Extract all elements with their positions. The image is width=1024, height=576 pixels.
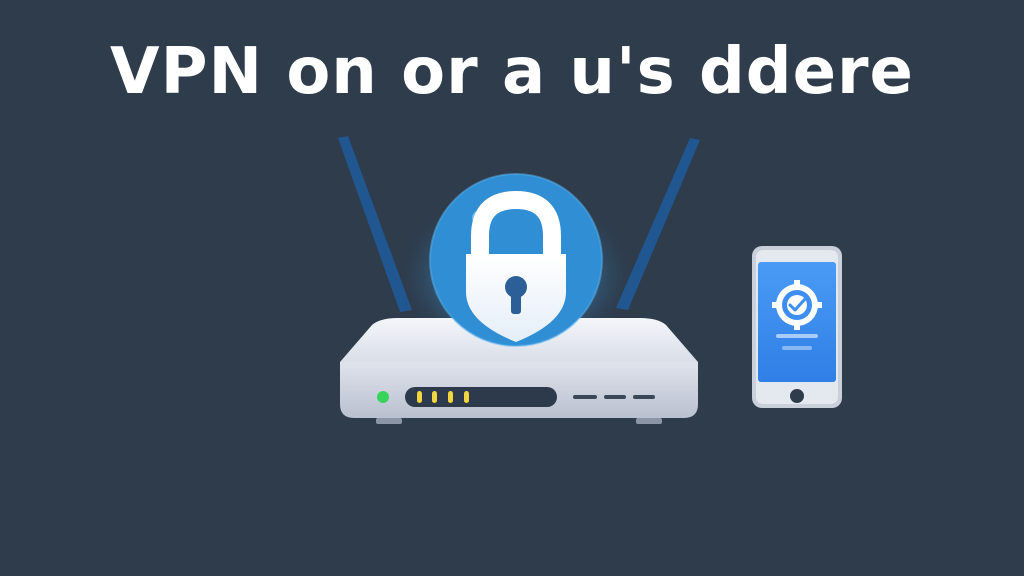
right-antenna bbox=[616, 138, 700, 310]
led-panel bbox=[405, 387, 557, 407]
phone-home-button bbox=[790, 389, 804, 403]
vent-lines bbox=[573, 395, 597, 399]
gear-check-icon bbox=[772, 280, 822, 330]
padlock-icon bbox=[429, 173, 603, 347]
left-antenna bbox=[338, 136, 412, 312]
status-led bbox=[377, 391, 389, 403]
smartphone-icon bbox=[752, 246, 842, 408]
page-title: VPN on or a u's ddere bbox=[110, 35, 914, 109]
